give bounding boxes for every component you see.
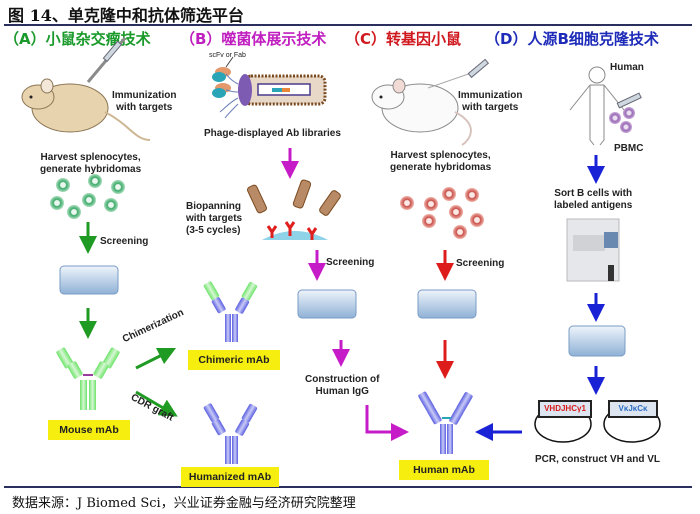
label-harvest-c: Harvest splenocytes, generate hybridomas xyxy=(390,150,491,174)
label-screening-a: Screening xyxy=(100,236,149,247)
section-b-header: （B）噬菌体展示技术 xyxy=(180,30,327,48)
section-a-header: （A）小鼠杂交瘤技术 xyxy=(4,30,151,48)
text: Immunization with targets xyxy=(112,90,177,113)
syringe-icon-c xyxy=(467,58,490,79)
human-mab-label: Human mAb xyxy=(399,460,489,480)
arrow-cdr-graft xyxy=(135,390,178,417)
text: Construction of Human IgG xyxy=(305,374,380,397)
label-immunization-c: Immunization with targets xyxy=(458,90,522,114)
chimeric-mab-label: Chimeric mAb xyxy=(188,350,280,370)
vector-light-chain: VκJκCκ xyxy=(608,400,658,418)
biopanning-illustration xyxy=(247,179,341,240)
cell-sorter-instrument xyxy=(566,218,620,282)
syringe-icon-d xyxy=(616,92,642,109)
antibody-human xyxy=(418,391,473,454)
human-figure-illustration xyxy=(569,66,625,146)
label-phage-libraries: Phage-displayed Ab libraries xyxy=(204,128,341,139)
well-plate-c xyxy=(417,289,477,319)
label-biopanning: Biopanning with targets (3-5 cycles) xyxy=(186,201,242,237)
label-human: Human xyxy=(610,62,644,73)
figure-title: 图 14、单克隆中和抗体筛选平台 xyxy=(8,6,244,25)
mouse-mab-label: Mouse mAb xyxy=(48,420,130,440)
label-scfv-fab: scFv or Fab xyxy=(209,52,246,59)
hybridoma-cells-red xyxy=(400,187,484,239)
label-screening-b: Screening xyxy=(326,257,375,268)
mouse-illustration-a xyxy=(21,37,151,141)
label-harvest-a: Harvest splenocytes, generate hybridomas xyxy=(40,152,141,176)
text: Immunization with targets xyxy=(458,90,523,113)
label-sort-b-cells: Sort B cells with labeled antigens xyxy=(554,188,632,212)
source-note: 数据来源：J Biomed Sci，兴业证券金融与经济研究院整理 xyxy=(12,496,356,511)
arrow-b-to-human-mab xyxy=(365,405,409,441)
top-rule xyxy=(4,24,692,26)
label-pcr-construct: PCR, construct VH and VL xyxy=(535,454,661,465)
antibody-chimeric xyxy=(203,281,258,342)
well-plate-a xyxy=(59,265,119,295)
hybridoma-cells-green xyxy=(50,174,125,219)
syringe-icon-a xyxy=(102,40,123,63)
well-plate-b xyxy=(297,289,357,319)
label-screening-c: Screening xyxy=(456,258,505,269)
well-plate-d xyxy=(568,325,626,357)
arrow-chimerization xyxy=(135,347,177,370)
phage-illustration xyxy=(212,56,327,119)
mouse-illustration-c xyxy=(371,69,481,146)
text: Sort B cells with labeled antigens xyxy=(554,188,633,211)
section-c-header: （C）转基因小鼠 xyxy=(345,30,462,48)
text: Biopanning with targets (3-5 cycles) xyxy=(186,201,243,236)
text: Harvest splenocytes, generate hybridomas xyxy=(390,150,492,173)
bottom-rule xyxy=(4,486,692,488)
section-d-header: （D）人源B细胞克隆技术 xyxy=(485,30,659,48)
pbmc-cells xyxy=(609,107,635,133)
humanized-mab-label: Humanized mAb xyxy=(181,467,279,487)
vector-heavy-chain: VHDJHCγ1 xyxy=(538,400,592,418)
antibody-humanized xyxy=(203,403,258,464)
label-construction-igg: Construction of Human IgG xyxy=(305,374,379,398)
text: Harvest splenocytes, generate hybridomas xyxy=(40,152,142,175)
antibody-mouse xyxy=(56,347,120,410)
label-immunization-a: Immunization with targets xyxy=(112,90,176,114)
label-pbmc: PBMC xyxy=(614,143,644,154)
